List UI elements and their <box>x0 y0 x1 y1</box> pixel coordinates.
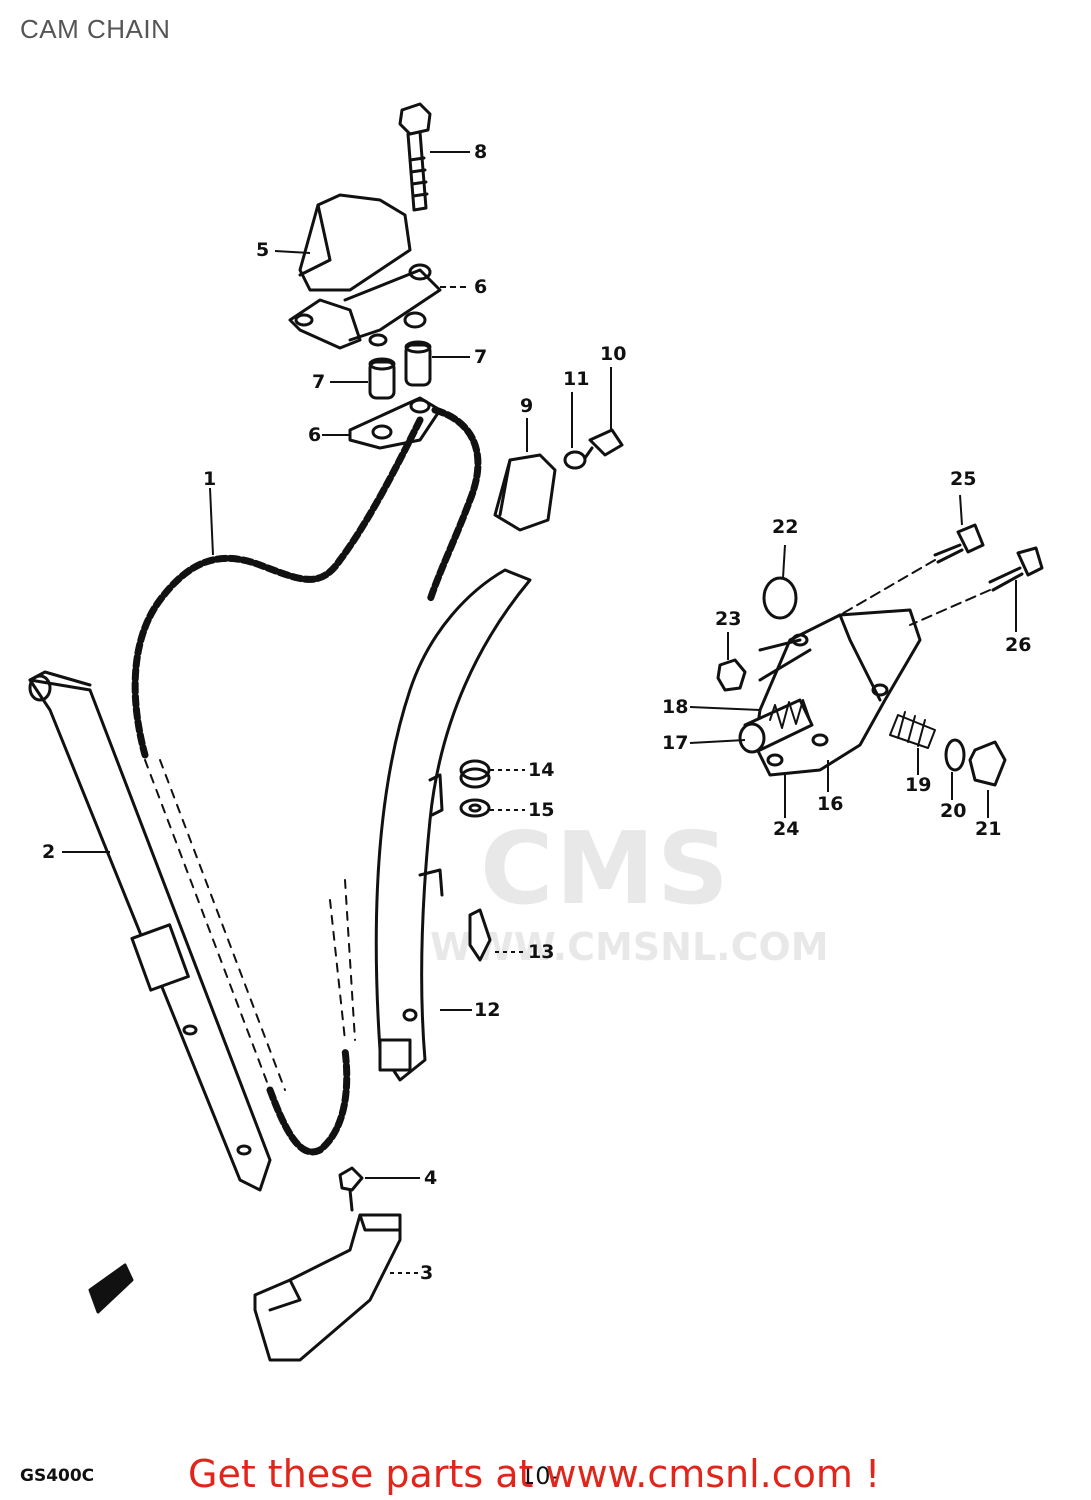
part-8-bolt <box>398 102 432 212</box>
part-22-o-ring <box>762 576 798 620</box>
part-12-chain-guide <box>374 568 532 1082</box>
callout-8: 8 <box>474 141 488 163</box>
callout-6-upper: 6 <box>474 276 488 298</box>
callout-12: 12 <box>474 999 501 1021</box>
leader-lines <box>62 151 1017 1274</box>
callout-9: 9 <box>520 395 534 417</box>
page-marker: 10- <box>520 1462 560 1490</box>
part-20-washer <box>944 738 966 772</box>
part-25-bolt <box>933 523 985 564</box>
callout-7-right: 7 <box>474 346 488 368</box>
callout-23: 23 <box>715 608 742 630</box>
callout-19: 19 <box>905 774 932 796</box>
callout-10: 10 <box>600 343 627 365</box>
part-19-spring <box>889 711 936 749</box>
callout-13: 13 <box>528 941 555 963</box>
footer-link-text[interactable]: Get these parts at www.cmsnl.com ! <box>188 1452 881 1496</box>
part-21-cap-nut <box>968 740 1007 787</box>
watermark-url: WWW.CMSNL.COM <box>430 925 829 969</box>
part-2-tensioner-guide <box>28 670 272 1192</box>
part-9-slipper <box>493 453 557 532</box>
part-5-upper-guide <box>288 193 442 350</box>
callout-1: 1 <box>203 468 217 490</box>
callout-7-left: 7 <box>312 371 326 393</box>
chain-hidden-lines <box>144 759 356 1091</box>
part-7-spacers <box>368 340 432 400</box>
callout-14: 14 <box>528 759 555 781</box>
part-18-spring <box>769 699 811 729</box>
callout-18: 18 <box>662 696 689 718</box>
callout-5: 5 <box>256 239 270 261</box>
callout-2: 2 <box>42 841 56 863</box>
part-13-pin <box>468 908 492 962</box>
callout-20: 20 <box>940 800 967 822</box>
callout-21: 21 <box>975 818 1002 840</box>
tensioner-assembly-lines <box>839 559 991 626</box>
part-3-lower-guide <box>253 1213 402 1362</box>
part-23-nut <box>716 658 747 692</box>
callout-24: 24 <box>773 818 800 840</box>
callout-15: 15 <box>528 799 555 821</box>
callout-11: 11 <box>563 368 590 390</box>
part-6-plate-lower <box>348 396 442 450</box>
part-17-pushrod <box>738 698 814 754</box>
callout-16: 16 <box>817 793 844 815</box>
callout-22: 22 <box>772 516 799 538</box>
part-26-bolt <box>988 546 1044 592</box>
part-16-tensioner-body <box>753 608 922 777</box>
callout-17: 17 <box>662 732 689 754</box>
part-4-bolt <box>338 1166 364 1212</box>
callout-3: 3 <box>420 1262 434 1284</box>
model-code: GS400C <box>20 1466 95 1486</box>
diagram-title: CAM CHAIN <box>20 14 171 44</box>
callout-4: 4 <box>424 1167 438 1189</box>
part-1-cam-chain <box>131 406 482 1156</box>
callout-6-lower: 6 <box>308 424 322 446</box>
watermark-logo: CMS <box>480 810 731 927</box>
callout-26: 26 <box>1005 634 1032 656</box>
part-14-damper <box>459 759 491 789</box>
part-15-washer <box>459 798 491 818</box>
part-10-bolt <box>583 428 624 460</box>
part-11-washer <box>563 450 587 470</box>
callout-25: 25 <box>950 468 977 490</box>
bracket-tag <box>88 1263 134 1314</box>
